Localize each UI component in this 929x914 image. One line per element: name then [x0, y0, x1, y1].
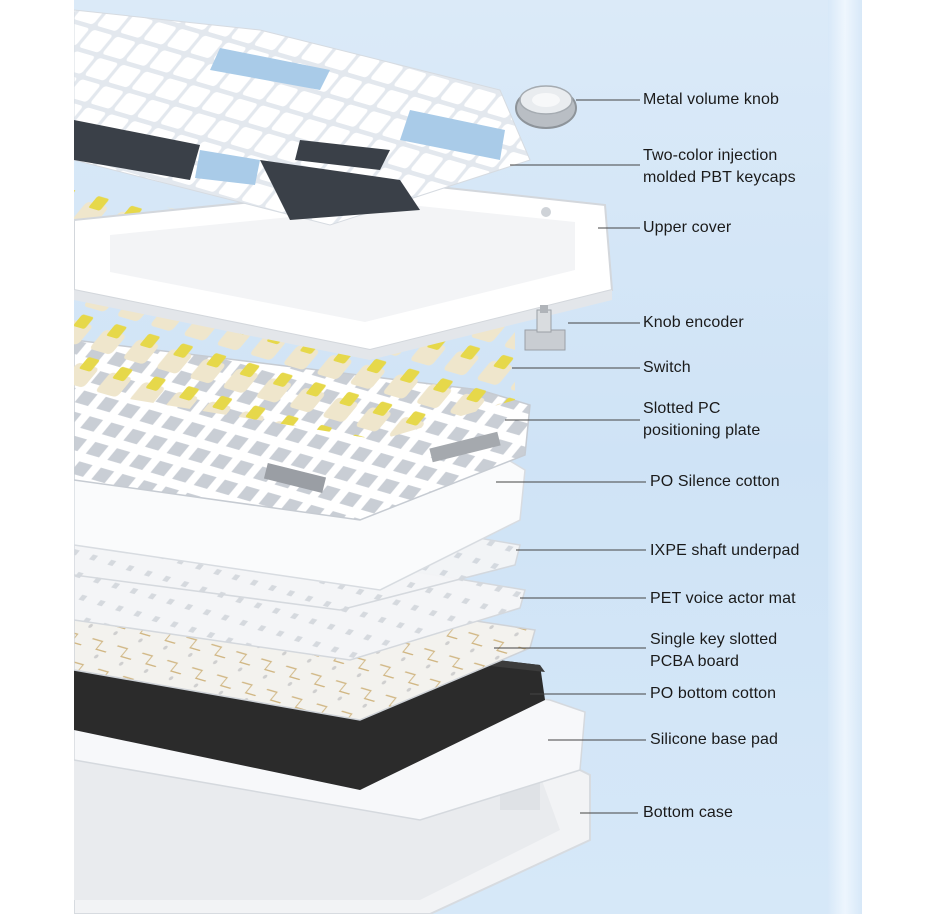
label-pcba-board: Single key slotted PCBA board: [650, 631, 778, 670]
label-positioning-plate: Slotted PC positioning plate: [643, 400, 761, 439]
keycaps-part: [74, 9, 531, 226]
label-metal-volume-knob: Metal volume knob: [643, 91, 779, 108]
label-knob-encoder: Knob encoder: [643, 314, 744, 331]
label-switch: Switch: [643, 359, 691, 376]
label-upper-cover: Upper cover: [643, 219, 732, 236]
label-pet-mat: PET voice actor mat: [650, 590, 796, 607]
upper-cover-part: [74, 183, 614, 360]
label-silicone-base-pad: Silicone base pad: [650, 731, 779, 748]
label-bottom-case: Bottom case: [643, 804, 734, 821]
background-light-stripe: [828, 0, 862, 914]
metal-volume-knob-part: [515, 85, 577, 129]
label-po-bottom-cotton: PO bottom cotton: [650, 685, 777, 702]
label-keycaps: Two-color injection molded PBT keycaps: [643, 147, 796, 186]
knob-encoder-part: [524, 305, 566, 351]
label-po-silence-cotton: PO Silence cotton: [650, 473, 780, 490]
label-ixpe-underpad: IXPE shaft underpad: [650, 542, 800, 559]
leader-lines: [494, 99, 646, 814]
